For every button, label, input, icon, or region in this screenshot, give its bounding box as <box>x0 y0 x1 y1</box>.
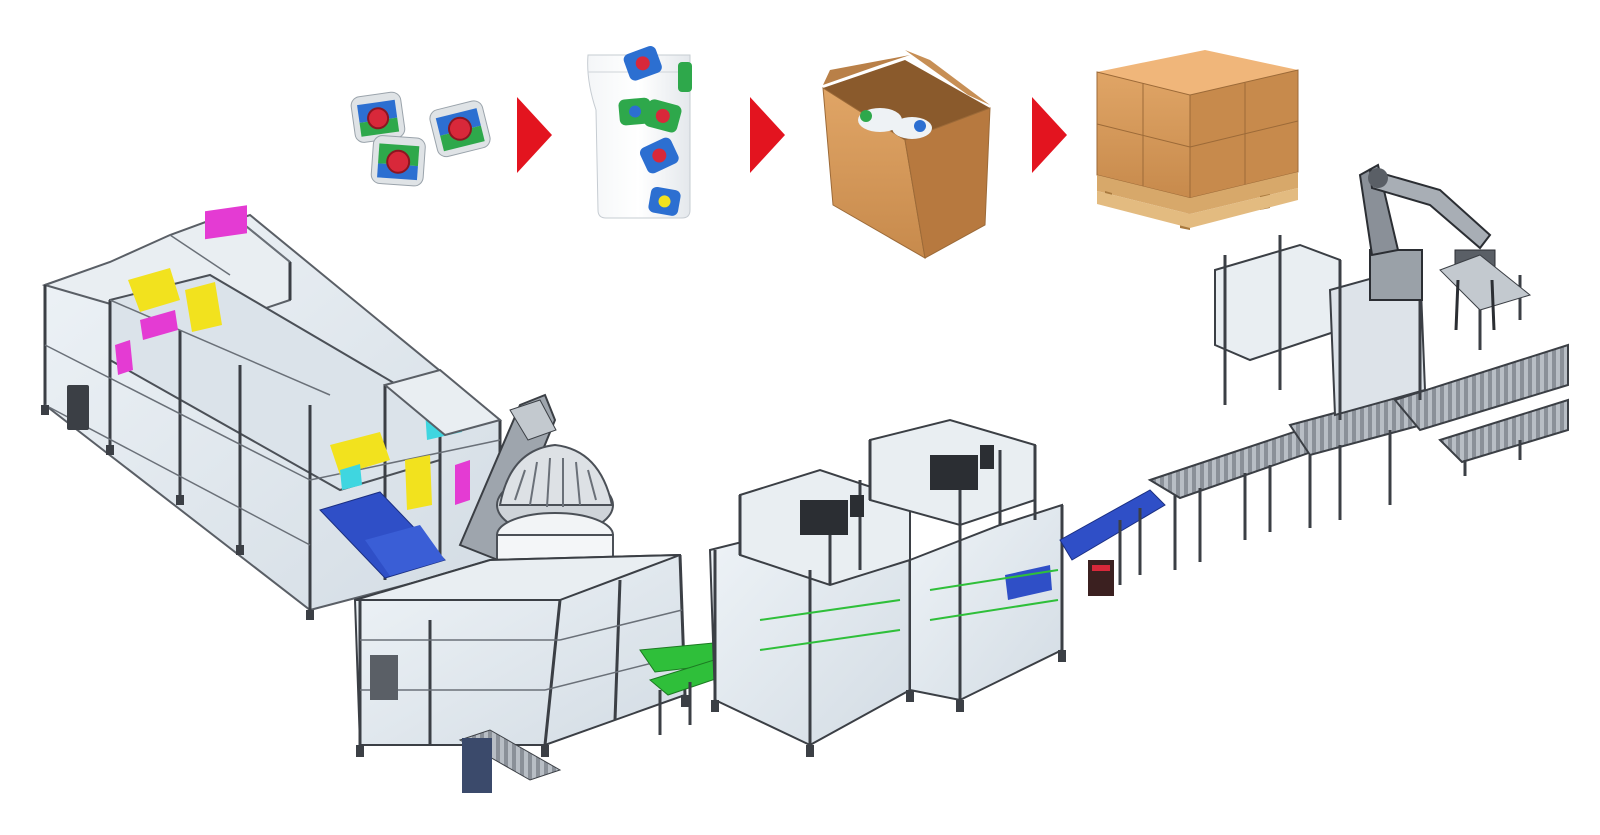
process-flow <box>350 46 1299 259</box>
case-packer-icon <box>708 468 914 757</box>
case-packer-icon <box>868 418 1066 712</box>
robot-arm-icon <box>1214 163 1532 420</box>
pouch-filling-machine-icon <box>353 553 689 793</box>
blue-conveyor-icon <box>1059 489 1166 596</box>
roller-conveyor-icon <box>1147 343 1569 570</box>
arrow-icon <box>750 97 785 173</box>
arrow-icon <box>517 97 552 173</box>
open-carton-icon <box>822 50 991 259</box>
arrow-icon <box>1032 97 1067 173</box>
standup-pouch-icon <box>587 46 692 219</box>
pod-forming-machine-icon <box>41 205 503 620</box>
machine-line <box>41 163 1569 793</box>
palletized-cartons-icon <box>1096 50 1299 230</box>
detergent-pods-icon <box>350 91 491 187</box>
